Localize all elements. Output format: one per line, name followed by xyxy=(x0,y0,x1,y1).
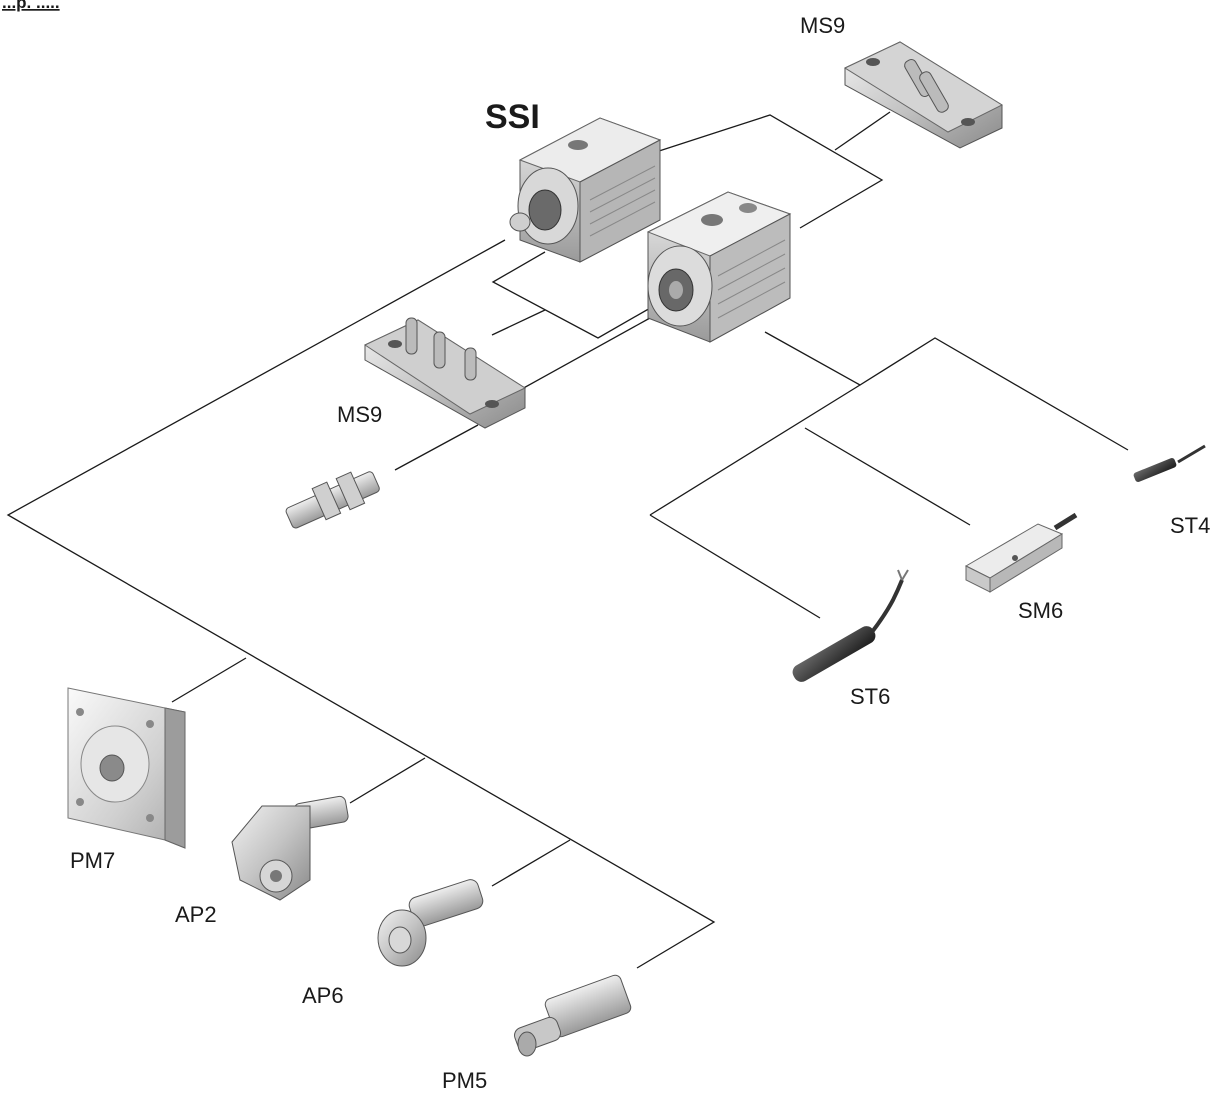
label-ms9-top: MS9 xyxy=(800,13,845,38)
label-sm6: SM6 xyxy=(1018,598,1063,623)
label-ap2: AP2 xyxy=(175,902,217,927)
st4-sensor xyxy=(1133,444,1206,482)
pm7-flange xyxy=(67,687,186,849)
ms9-bracket-middle xyxy=(363,317,527,429)
label-pm7: PM7 xyxy=(70,848,115,873)
label-st6: ST6 xyxy=(850,684,890,709)
label-ms9-middle: MS9 xyxy=(337,402,382,427)
label-pm5: PM5 xyxy=(442,1068,487,1093)
ap6-rod-end xyxy=(377,879,484,967)
sm6-sensor xyxy=(964,512,1078,593)
label-st4: ST4 xyxy=(1170,513,1210,538)
title-ssi: SSI xyxy=(485,98,540,136)
st6-sensor xyxy=(792,569,909,682)
connector-lines xyxy=(6,111,1129,969)
ms9-bracket-top xyxy=(843,41,1004,149)
ap2-clevis xyxy=(231,795,349,901)
ssi-cylinder-front xyxy=(646,191,792,343)
pm5-coupling xyxy=(514,974,632,1057)
ssi-cylinder-rear xyxy=(509,117,662,263)
threaded-sensor xyxy=(285,471,380,529)
page-header: ...p. ..... xyxy=(2,0,60,12)
label-ap6: AP6 xyxy=(302,983,344,1008)
